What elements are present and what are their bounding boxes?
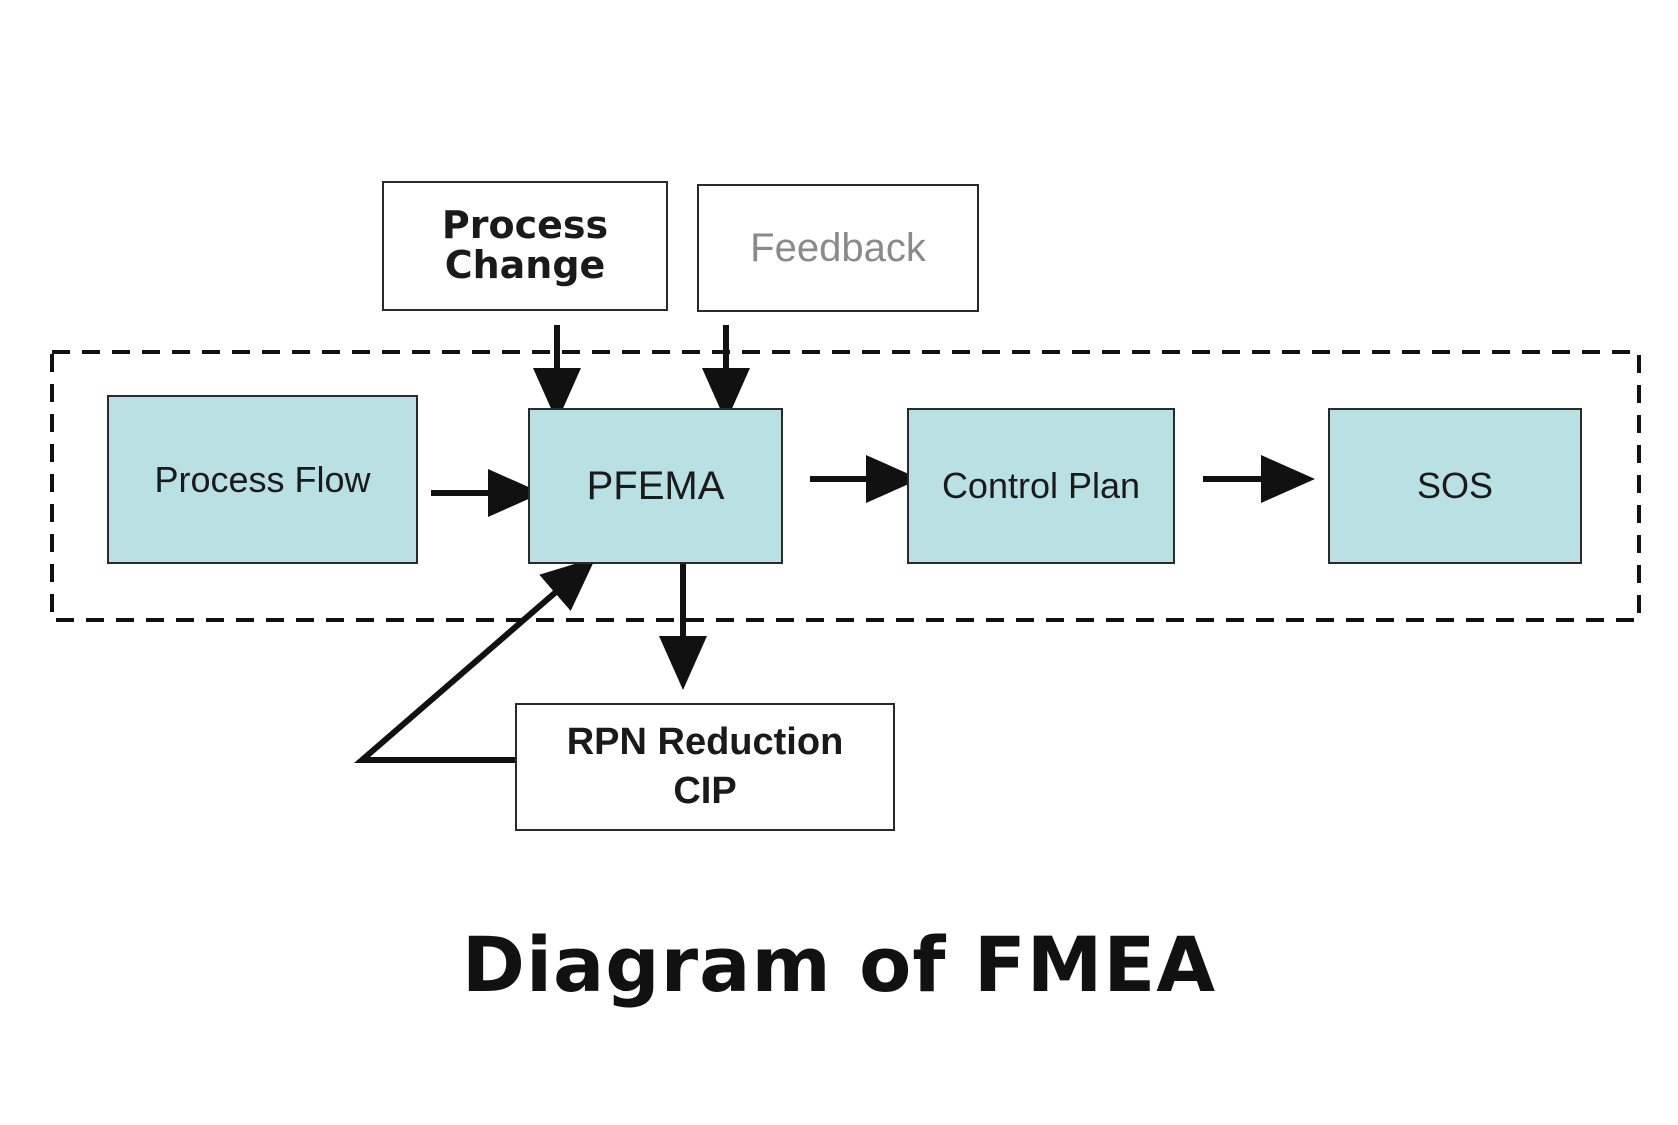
arrow-rpn-reduction-to-pfema	[353, 557, 596, 763]
feedback-label: Feedback	[750, 225, 926, 270]
process-flow-box: Process Flow	[107, 395, 418, 564]
process-change-box: Process Change	[382, 181, 668, 311]
sos-label: SOS	[1416, 465, 1494, 506]
feedback-box: Feedback	[697, 184, 979, 312]
dashed-group-boundary	[50, 350, 1641, 622]
diagram-title: Diagram of FMEA	[461, 920, 1217, 1009]
rpn-reduction-label: RPN Reduction CIP	[566, 720, 844, 812]
pfema-label: PFEMA	[586, 463, 725, 508]
process-change-label: Process Change	[441, 203, 609, 287]
rpn-reduction-box: RPN Reduction CIP	[515, 703, 895, 831]
pfema-box: PFEMA	[528, 408, 783, 564]
sos-box: SOS	[1328, 408, 1582, 564]
process-flow-label: Process Flow	[154, 458, 371, 500]
control-plan-box: Control Plan	[907, 408, 1175, 564]
control-plan-label: Control Plan	[941, 465, 1141, 506]
